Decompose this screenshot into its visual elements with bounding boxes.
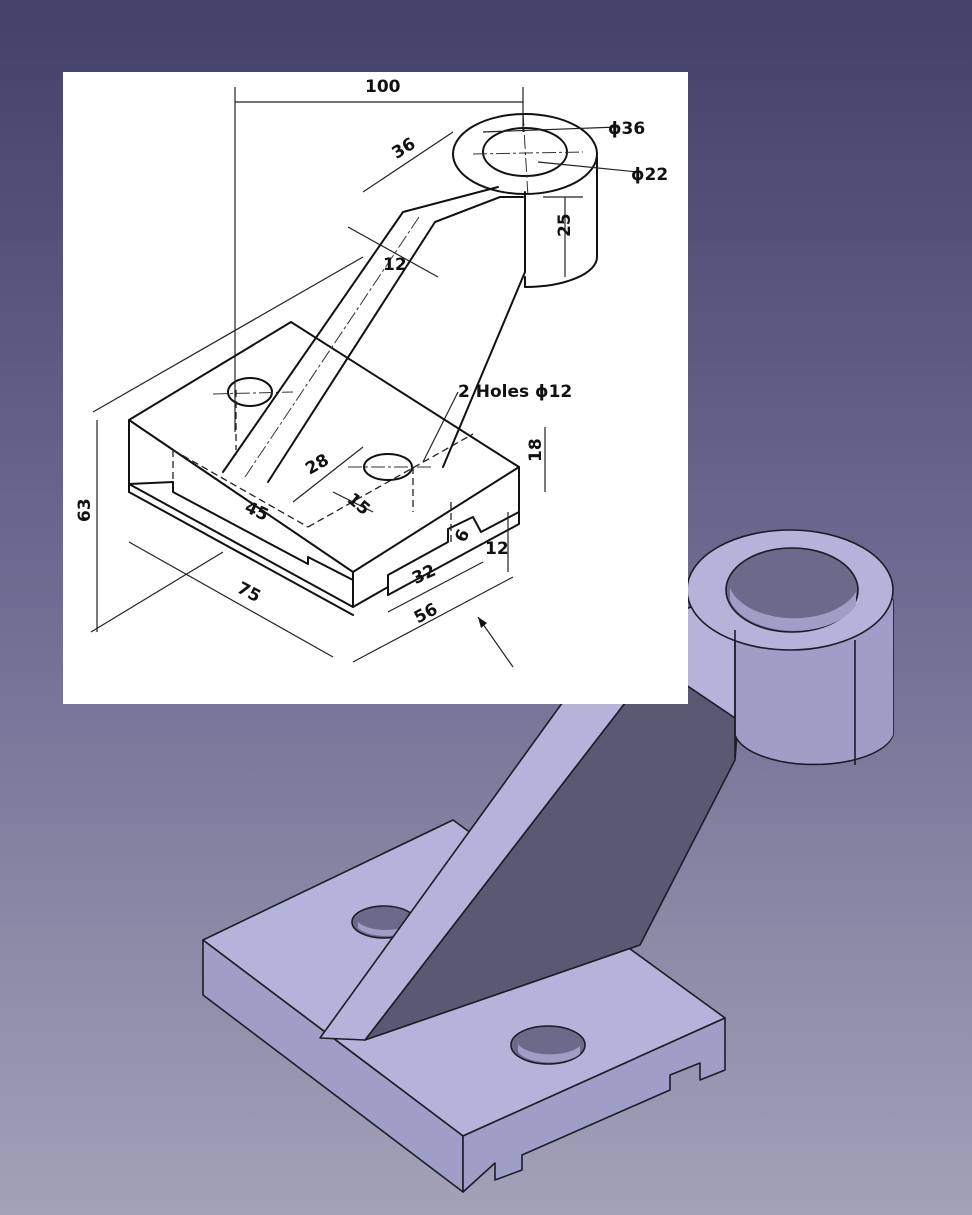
drawing-arm-thickness-ext: [347, 226, 439, 278]
view-arrow-head: [478, 617, 487, 628]
model-hole-right-wall: [518, 1044, 580, 1063]
drawing-dimension-lines: [90, 87, 546, 668]
ext-line-63-bottom: [90, 551, 224, 633]
drawing-slot-left: [128, 481, 354, 581]
dim-arm-length: 36: [389, 134, 420, 164]
dim-hole-offset: 15: [343, 489, 374, 520]
drawing-hidden-slot-1: [172, 449, 309, 528]
drawing-dimension-labels: 100 36 ϕ36 ϕ22 25 12 2 Holes ϕ12 18 63 2…: [75, 77, 668, 628]
ext-line-63-top: [92, 256, 364, 413]
model-base-right-face: [462, 1017, 726, 1193]
dim-boss-inner-diameter: ϕ22: [631, 165, 668, 185]
dim-line-36: [362, 131, 454, 193]
dim-slot-width: 32: [409, 561, 439, 589]
drawing-step-right: [387, 511, 520, 596]
dim-step-height: 12: [485, 539, 509, 559]
dim-slot-length: 45: [242, 498, 272, 526]
drawing-arm-centerline: [244, 216, 420, 478]
drawing-base-right: [352, 466, 520, 608]
drawing-boss-outer: [452, 113, 598, 195]
model-boss-bore-wall: [730, 588, 856, 631]
dim-arm-thickness: 12: [383, 255, 407, 275]
dim-hole-note: 2 Holes ϕ12: [458, 382, 572, 402]
model-boss-wall-shade: [850, 600, 893, 760]
drawing-inclined-arm: [222, 186, 526, 483]
drawing-base-front: [128, 419, 354, 608]
dim-line-56: [352, 576, 514, 663]
drawing-arm-web: [442, 191, 526, 468]
dim-slot-depth: 6: [451, 526, 474, 545]
reference-drawing-panel: 100 36 ϕ36 ϕ22 25 12 2 Holes ϕ12 18 63 2…: [63, 72, 688, 704]
dim-overall-height: 63: [75, 498, 95, 522]
dim-line-15: [332, 491, 374, 513]
model-boss-bore: [725, 547, 859, 633]
drawing-slot-lines: [128, 491, 354, 616]
dim-base-length: 75: [234, 578, 264, 607]
dim-overall-length: 100: [365, 77, 401, 97]
drawing-base-block: [128, 321, 520, 616]
drawing-boss-dia-leader-1: [482, 126, 619, 133]
drawing-boss-wall: [524, 156, 598, 288]
hole-note-leader: [422, 391, 459, 463]
dim-base-width: 56: [411, 599, 441, 628]
dim-boss-outer-diameter: ϕ36: [608, 119, 645, 139]
drawing-hole-center-1: [212, 391, 294, 395]
dim-base-thickness: 18: [526, 438, 546, 462]
drawing-boss-axis-h: [472, 151, 584, 155]
model-cylindrical-boss[interactable]: [686, 529, 894, 766]
drawing-arm-outline-3: [434, 196, 524, 223]
dim-boss-height: 25: [555, 213, 575, 237]
dim-line-32: [387, 561, 484, 613]
drawing-cylindrical-boss: [452, 111, 639, 288]
drawing-boss-axis-v: [522, 111, 529, 198]
drawing-boss-dia-leader-2: [537, 161, 639, 173]
dim-line-28: [292, 446, 364, 503]
drawing-arm-outline-1: [222, 186, 499, 473]
dim-line-75: [128, 541, 334, 658]
drawing-hole-left: [227, 377, 273, 407]
